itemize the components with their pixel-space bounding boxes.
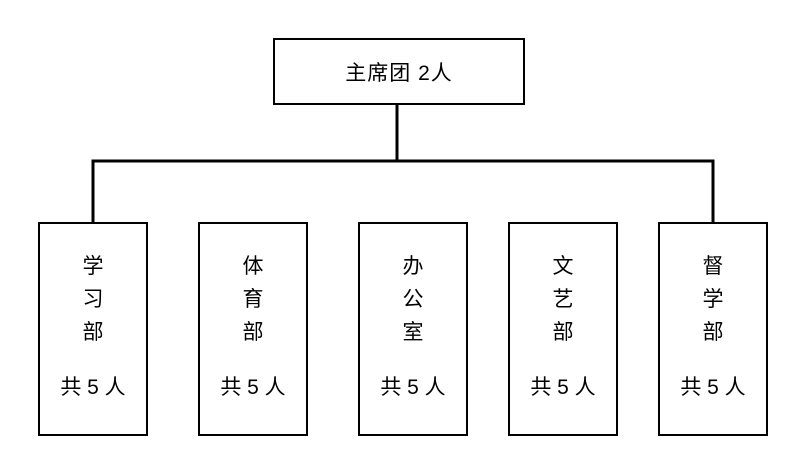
dept-name: 办公室	[402, 255, 424, 344]
dept-node-office: 办公室 共 5 人	[358, 222, 468, 436]
dept-node-study: 学习部 共 5 人	[38, 222, 148, 436]
dept-count: 共 5 人	[680, 376, 746, 399]
dept-count: 共 5 人	[380, 376, 446, 399]
dept-name: 学习部	[82, 255, 104, 344]
dept-name: 督学部	[702, 255, 724, 344]
dept-node-supervision: 督学部 共 5 人	[658, 222, 768, 436]
branch-rail-line	[91, 159, 715, 222]
root-node-presidium: 主席团 2人	[273, 38, 525, 105]
dept-node-arts: 文艺部 共 5 人	[508, 222, 618, 436]
root-node-label: 主席团 2人	[345, 61, 453, 85]
dept-name: 文艺部	[552, 255, 574, 344]
dept-count: 共 5 人	[220, 376, 286, 399]
dept-count: 共 5 人	[60, 376, 126, 399]
dept-count: 共 5 人	[530, 376, 596, 399]
dept-node-sports: 体育部 共 5 人	[198, 222, 308, 436]
dept-name: 体育部	[242, 255, 264, 344]
